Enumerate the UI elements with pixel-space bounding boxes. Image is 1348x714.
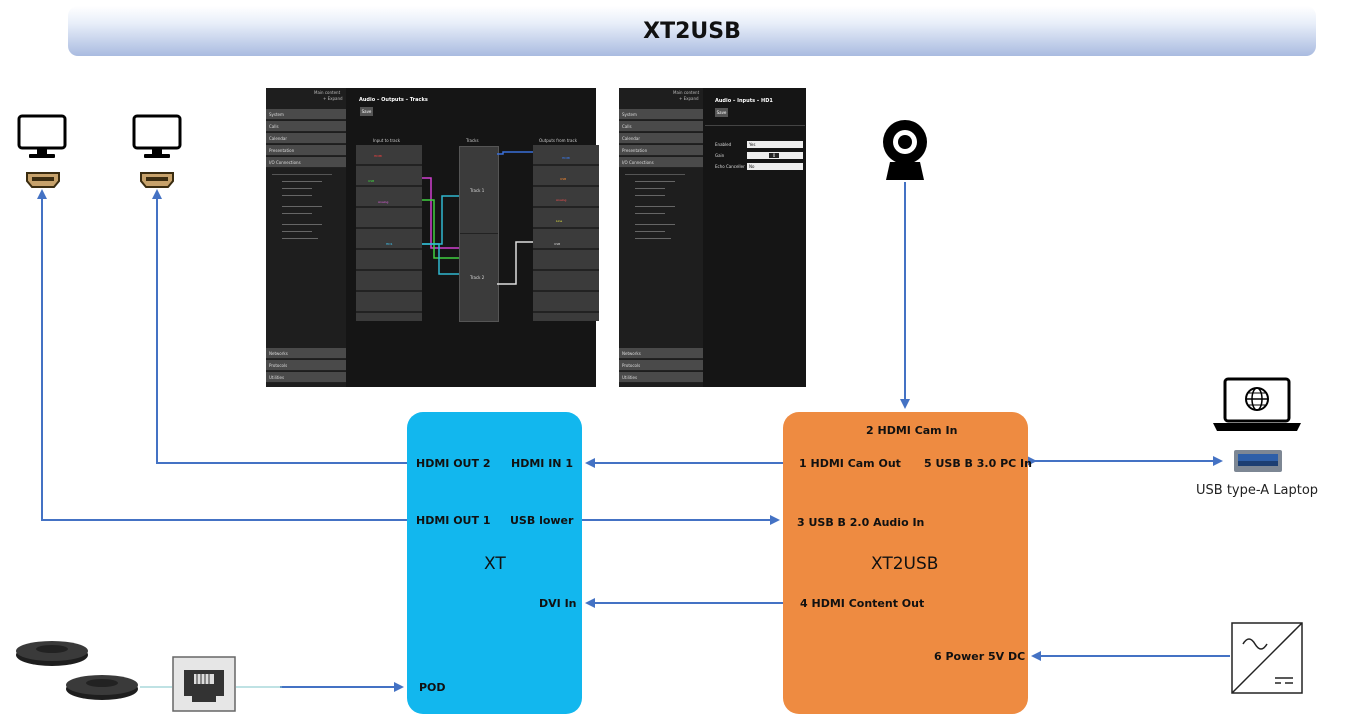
- nav-item[interactable]: I/O Connections: [619, 157, 703, 168]
- laptop-caption: USB type-A Laptop: [1196, 483, 1319, 498]
- port-hdmi-out-2: HDMI OUT 2: [416, 457, 491, 470]
- gain-slider[interactable]: 0: [747, 152, 803, 159]
- microphone-pod-icon: [16, 641, 138, 700]
- nav-item[interactable]: Networks: [266, 348, 346, 359]
- laptop-icon: [1213, 377, 1301, 431]
- svg-text:Analog: Analog: [556, 198, 566, 202]
- outputs-track-list: [533, 145, 599, 321]
- port-usb-b-2-audio-in: 3 USB B 2.0 Audio In: [797, 516, 925, 529]
- hdmi-connector-icon: [26, 172, 60, 188]
- echo-canceller-select[interactable]: No: [747, 163, 803, 170]
- port-usb-b-3-pc-in: 5 USB B 3.0 PC In: [924, 457, 1032, 470]
- nav-item[interactable]: Calendar: [619, 133, 703, 144]
- monitor-icon: [17, 114, 67, 158]
- save-button[interactable]: Save: [715, 108, 728, 117]
- xt2usb-box: [783, 412, 1028, 714]
- nav-item[interactable]: Protocols: [619, 360, 703, 371]
- port-hdmi-cam-out: 1 HDMI Cam Out: [799, 457, 901, 470]
- nav-item[interactable]: I/O Connections: [266, 157, 346, 168]
- screenshot-page-title: Audio – Inputs – HD1: [715, 98, 773, 104]
- nav-item[interactable]: Calls: [266, 121, 346, 132]
- gain-value: 0: [769, 153, 779, 158]
- nav-item[interactable]: Calls: [619, 121, 703, 132]
- track-2-label: Track 2: [470, 275, 485, 280]
- wire-hdmi-out-1: [37, 189, 407, 521]
- monitor-icon: [132, 114, 182, 158]
- col-outputs-header: Outputs from track: [539, 138, 578, 143]
- expand-link[interactable]: + Expand: [323, 96, 343, 101]
- svg-text:USB: USB: [368, 179, 374, 183]
- screenshot-audio-outputs-tracks: Main content + Expand System Calls Calen…: [266, 88, 599, 387]
- port-pod: POD: [419, 681, 446, 694]
- input-track-list: [356, 145, 422, 321]
- nav-item[interactable]: Presentation: [619, 145, 703, 156]
- nav-item[interactable]: Networks: [619, 348, 703, 359]
- col-input-header: Input to track: [373, 138, 401, 143]
- svg-text:Line: Line: [556, 219, 562, 223]
- track-routing-lines: HDMI USB Analog HD1 HDMI USB Analog Line…: [368, 151, 570, 285]
- svg-text:HD1: HD1: [386, 242, 393, 246]
- usb-a-port-icon: [1234, 450, 1282, 472]
- port-hdmi-cam-in: 2 HDMI Cam In: [866, 424, 958, 437]
- col-tracks-header: Tracks: [466, 138, 479, 143]
- nav-item[interactable]: Protocols: [266, 360, 346, 371]
- diagram-title: XT2USB: [643, 18, 741, 44]
- port-power-5v-dc: 6 Power 5V DC: [934, 650, 1026, 663]
- svg-text:USB: USB: [560, 177, 566, 181]
- xt-name: XT: [484, 554, 506, 574]
- save-button[interactable]: Save: [360, 107, 373, 116]
- nav-item[interactable]: Utilities: [266, 372, 346, 383]
- rj45-jack-icon: [172, 656, 236, 712]
- expand-link[interactable]: + Expand: [679, 96, 699, 101]
- track-1-label: Track 1: [470, 188, 485, 193]
- field-label-gain: Gain: [715, 153, 725, 158]
- svg-text:HDMI: HDMI: [562, 156, 570, 160]
- nav-item[interactable]: System: [619, 109, 703, 120]
- xt2usb-name: XT2USB: [871, 554, 939, 574]
- power-adapter-icon: [1231, 622, 1303, 694]
- port-hdmi-in-1: HDMI IN 1: [511, 457, 573, 470]
- port-hdmi-content-out: 4 HDMI Content Out: [800, 597, 925, 610]
- field-label-echo-canceller: Echo Canceller: [715, 164, 745, 169]
- svg-text:HDMI: HDMI: [374, 154, 382, 158]
- svg-text:Analog: Analog: [378, 200, 388, 204]
- nav-tree: [272, 174, 332, 334]
- xt-codec-box: [407, 412, 582, 714]
- title-bar: XT2USB: [68, 6, 1316, 56]
- tracks-panel: Track 1 Track 2: [459, 146, 499, 322]
- screenshot-audio-inputs-hd1: Main content + Expand System Calls Calen…: [619, 88, 806, 387]
- webcam-icon: [883, 120, 927, 180]
- nav-item[interactable]: Calendar: [266, 133, 346, 144]
- main-content-label: Main content: [314, 90, 341, 95]
- svg-text:USB: USB: [554, 242, 560, 246]
- field-label-enabled: Enabled: [715, 142, 732, 147]
- port-usb-lower: USB lower: [510, 514, 574, 527]
- nav-item[interactable]: Presentation: [266, 145, 346, 156]
- enabled-select[interactable]: Yes: [747, 141, 803, 148]
- nav-item[interactable]: Utilities: [619, 372, 703, 383]
- screenshot-page-title: Audio – Outputs – Tracks: [359, 97, 428, 103]
- hdmi-connector-icon: [140, 172, 174, 188]
- nav-item[interactable]: System: [266, 109, 346, 120]
- port-hdmi-out-1: HDMI OUT 1: [416, 514, 491, 527]
- nav-tree: [625, 174, 685, 334]
- wire-hdmi-out-2: [152, 189, 407, 464]
- port-dvi-in: DVI In: [539, 597, 577, 610]
- main-content-label: Main content: [673, 90, 700, 95]
